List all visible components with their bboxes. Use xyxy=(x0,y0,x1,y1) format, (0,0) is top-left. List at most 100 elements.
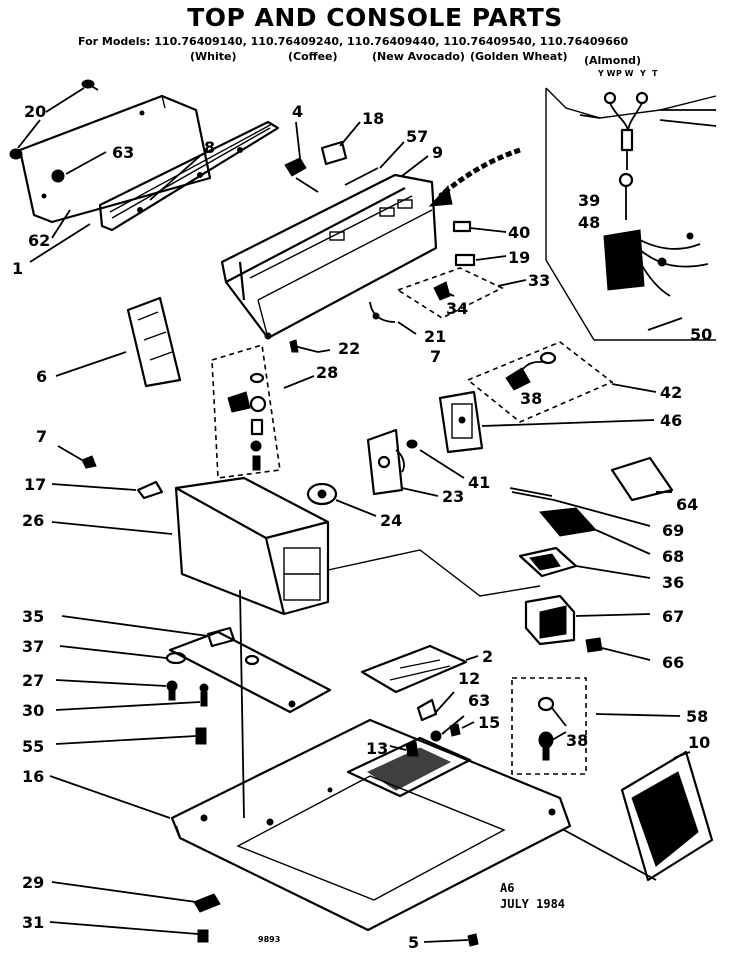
callout-15: 15 xyxy=(478,713,500,732)
models-line: For Models: 110.76409140, 110.76409240, … xyxy=(78,35,628,48)
callout-10: 10 xyxy=(688,733,710,752)
callout-26: 26 xyxy=(22,511,44,530)
callout-8: 8 xyxy=(204,138,215,157)
callout-1: 1 xyxy=(12,259,23,278)
spring-37 xyxy=(165,651,187,665)
callout-20: 20 xyxy=(24,102,46,121)
bracket-46 xyxy=(438,390,484,454)
wire-color-y: Y xyxy=(639,69,646,78)
terminal-block-68 xyxy=(539,507,597,537)
callout-63: 63 xyxy=(112,143,134,162)
model-color-new-avocado: (New Avocado) xyxy=(372,50,465,63)
callout-2: 2 xyxy=(482,647,493,666)
callout-9: 9 xyxy=(432,143,443,162)
callout-69: 69 xyxy=(662,521,684,540)
callout-24: 24 xyxy=(380,511,402,530)
callout-40: 40 xyxy=(508,223,530,242)
screw-31 xyxy=(197,929,209,943)
callout-62: 62 xyxy=(28,231,50,250)
timer-knob-group-28 xyxy=(211,343,281,479)
callout-13: 13 xyxy=(366,739,388,758)
nut-63-lower xyxy=(430,730,442,742)
callout-27: 27 xyxy=(22,671,44,690)
switch-plate-23 xyxy=(366,428,418,496)
callout-33: 33 xyxy=(528,271,550,290)
bolt-27 xyxy=(166,680,178,701)
callout-29: 29 xyxy=(22,873,44,892)
callout-41: 41 xyxy=(468,473,490,492)
callout-46: 46 xyxy=(660,411,682,430)
callout-28: 28 xyxy=(316,363,338,382)
console-box-26 xyxy=(174,476,541,616)
diagram-title: TOP AND CONSOLE PARTS xyxy=(187,3,563,32)
callout-64: 64 xyxy=(676,495,698,514)
wire-color-pw: P W xyxy=(616,69,634,78)
console-back-panel xyxy=(18,94,212,224)
callout-37: 37 xyxy=(22,637,44,656)
callout-36: 36 xyxy=(662,573,684,592)
callout-30: 30 xyxy=(22,701,44,720)
part-57 xyxy=(344,167,379,186)
date-stamp-code: A6 xyxy=(500,881,514,895)
callout-18: 18 xyxy=(362,109,384,128)
part-40 xyxy=(452,220,472,233)
wire-color-yw: Y W xyxy=(597,69,616,78)
callout-21: 21 xyxy=(424,327,446,346)
end-cap-6 xyxy=(126,296,182,388)
console-bracket xyxy=(98,120,280,232)
wire-color-t: T xyxy=(652,69,658,78)
callout-67: 67 xyxy=(662,607,684,626)
model-color-golden-wheat: (Golden Wheat) xyxy=(470,50,568,63)
nut-63 xyxy=(51,169,65,183)
part-58-box xyxy=(511,677,587,775)
leader-lines xyxy=(17,87,691,943)
callout-68: 68 xyxy=(662,547,684,566)
callout-6: 6 xyxy=(36,367,47,386)
bolt-55 xyxy=(195,727,207,745)
callout-23: 23 xyxy=(442,487,464,506)
part-64 xyxy=(610,456,674,502)
hinge-29 xyxy=(193,893,221,913)
bolt-30 xyxy=(199,683,209,707)
part-69 xyxy=(509,487,555,501)
screw-20-b xyxy=(9,148,23,160)
callout-63-lower: 63 xyxy=(468,691,490,710)
small-mark: 9893 xyxy=(258,935,280,944)
part-19 xyxy=(454,253,476,267)
clip-4 xyxy=(284,157,319,193)
callout-7: 7 xyxy=(430,347,441,366)
console-housing xyxy=(220,173,438,340)
wire-21 xyxy=(369,301,396,323)
callout-19: 19 xyxy=(508,248,530,267)
callout-48: 48 xyxy=(578,213,600,232)
callout-7-left: 7 xyxy=(36,427,47,446)
access-panel-10 xyxy=(620,750,714,882)
clip-12 xyxy=(416,698,438,722)
callout-39: 39 xyxy=(578,191,600,210)
model-color-almond: (Almond) xyxy=(584,54,641,67)
hinge-bar-35 xyxy=(168,626,332,714)
wiring-harness: Y W P W Y T xyxy=(545,69,717,341)
part-42-box xyxy=(466,341,614,423)
callout-50: 50 xyxy=(690,325,712,344)
screw-22 xyxy=(289,339,319,353)
callout-5: 5 xyxy=(408,933,419,952)
callout-22: 22 xyxy=(338,339,360,358)
callout-38: 38 xyxy=(520,389,542,408)
callout-17: 17 xyxy=(24,475,46,494)
callout-57: 57 xyxy=(406,127,428,146)
date-stamp-date: JULY 1984 xyxy=(500,897,565,911)
callout-42: 42 xyxy=(660,383,682,402)
model-color-coffee: (Coffee) xyxy=(288,50,338,63)
callout-12: 12 xyxy=(458,669,480,688)
callout-35: 35 xyxy=(22,607,44,626)
clip-17 xyxy=(136,480,164,500)
callout-labels: 20 63 8 4 18 57 9 40 19 33 62 1 34 21 7 … xyxy=(12,102,712,952)
knob-24 xyxy=(306,482,338,506)
screw-20 xyxy=(81,79,99,91)
screw-7 xyxy=(81,455,97,469)
switch-36 xyxy=(518,546,578,578)
screw-15 xyxy=(449,723,461,737)
callout-31: 31 xyxy=(22,913,44,932)
clip-18 xyxy=(320,140,348,166)
